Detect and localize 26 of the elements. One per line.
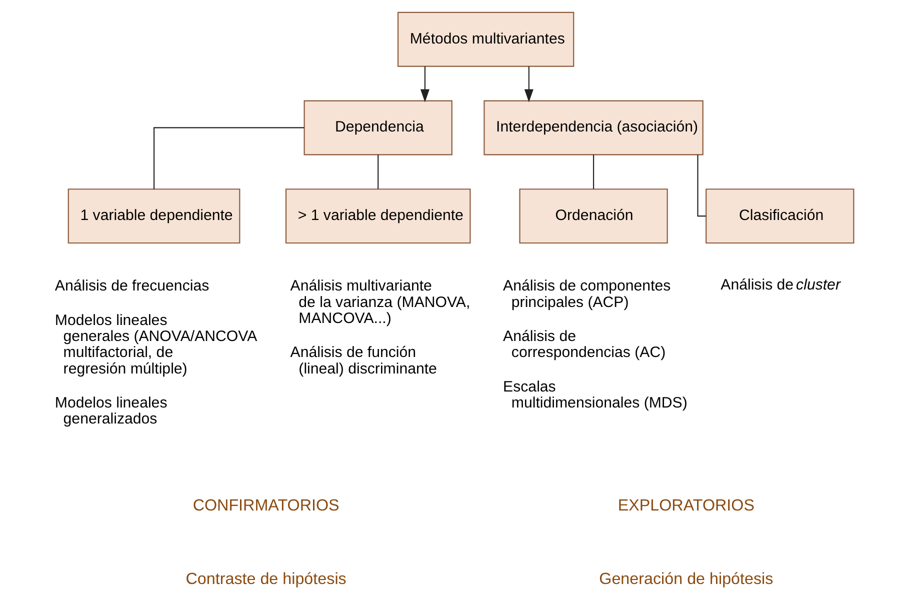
node-label: Análisis multivariante de la varianza (MANOVA, MANCOVA...) — [290, 278, 470, 327]
node-box: Clasificación — [705, 188, 854, 244]
label: CONFIRMATORIOS — [192, 496, 339, 515]
arrow — [524, 66, 533, 102]
label: Generación de hipótesis — [598, 570, 773, 588]
node-label: Análisis de frecuencias — [54, 278, 209, 295]
node-box: Interdependencia (asociación) — [483, 100, 703, 156]
node-label: Análisis de correspondencias (AC) — [502, 328, 666, 362]
node-label: Modelos lineales generalizados — [54, 394, 167, 428]
node-label: Análisis de componentes principales (ACP) — [502, 278, 670, 311]
node-label: Análisis de cluster — [720, 276, 840, 294]
connector — [153, 127, 304, 190]
label: Contraste de hipótesis — [185, 570, 346, 588]
node-box: 1 variable dependiente — [67, 188, 240, 244]
node-box: Métodos multivariantes — [396, 12, 574, 67]
node-box: Dependencia — [303, 100, 452, 156]
node-label: Análisis de función (lineal) discriminante — [290, 344, 436, 378]
node-box: Ordenación — [518, 188, 668, 244]
node-box: > 1 variable dependiente — [284, 188, 470, 244]
connector — [592, 154, 594, 189]
label: EXPLORATORIOS — [617, 496, 754, 515]
node-label: Modelos lineales generales (ANOVA/ANCOVA multifactorial, de regresión múltiple) — [54, 312, 257, 378]
connector — [377, 154, 378, 189]
arrow — [420, 66, 429, 102]
node-label: Escalas multidimensionales (MDS) — [502, 378, 687, 412]
connector — [696, 154, 706, 217]
